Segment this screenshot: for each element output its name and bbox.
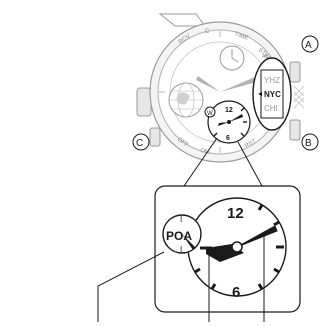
button-b-body[interactable] (290, 120, 300, 140)
mini-dial-w: W (207, 111, 213, 117)
button-c-label[interactable]: C (133, 134, 149, 150)
crown[interactable] (137, 88, 151, 116)
detail-number-6: 6 (232, 284, 240, 301)
svg-text:C: C (136, 138, 143, 149)
watch-overview: RCV C TIME STW OFF ON RST AT (133, 14, 318, 206)
bezel-label-c: C (205, 29, 210, 35)
detail-box: 12 6 I POA I (155, 186, 300, 312)
city-nyc: NYC (264, 90, 281, 99)
button-a-body[interactable] (290, 62, 300, 82)
svg-text:A: A (305, 40, 312, 51)
leader-line-indicator (98, 252, 164, 322)
right-crown-texture (294, 86, 304, 108)
city-chi: CHI (264, 104, 278, 113)
indicator-subdial: I POA I (163, 215, 201, 254)
detail-hand-pivot (232, 242, 242, 252)
button-c-body[interactable] (150, 128, 160, 146)
svg-text:B: B (305, 138, 312, 149)
top-lug (160, 14, 205, 26)
city-yhz: YHZ (264, 76, 280, 85)
detail-number-12: 12 (227, 205, 244, 222)
button-b-label[interactable]: B (302, 134, 318, 150)
button-a-label[interactable]: A (302, 36, 318, 52)
city-window: YHZ NYC CHI (253, 58, 291, 130)
indicator-mark-bottom: I (180, 245, 182, 254)
mini-dial-12: 12 (225, 107, 233, 114)
mini-dial-6: 6 (226, 135, 230, 142)
indicator-mark-top: I (180, 215, 182, 224)
